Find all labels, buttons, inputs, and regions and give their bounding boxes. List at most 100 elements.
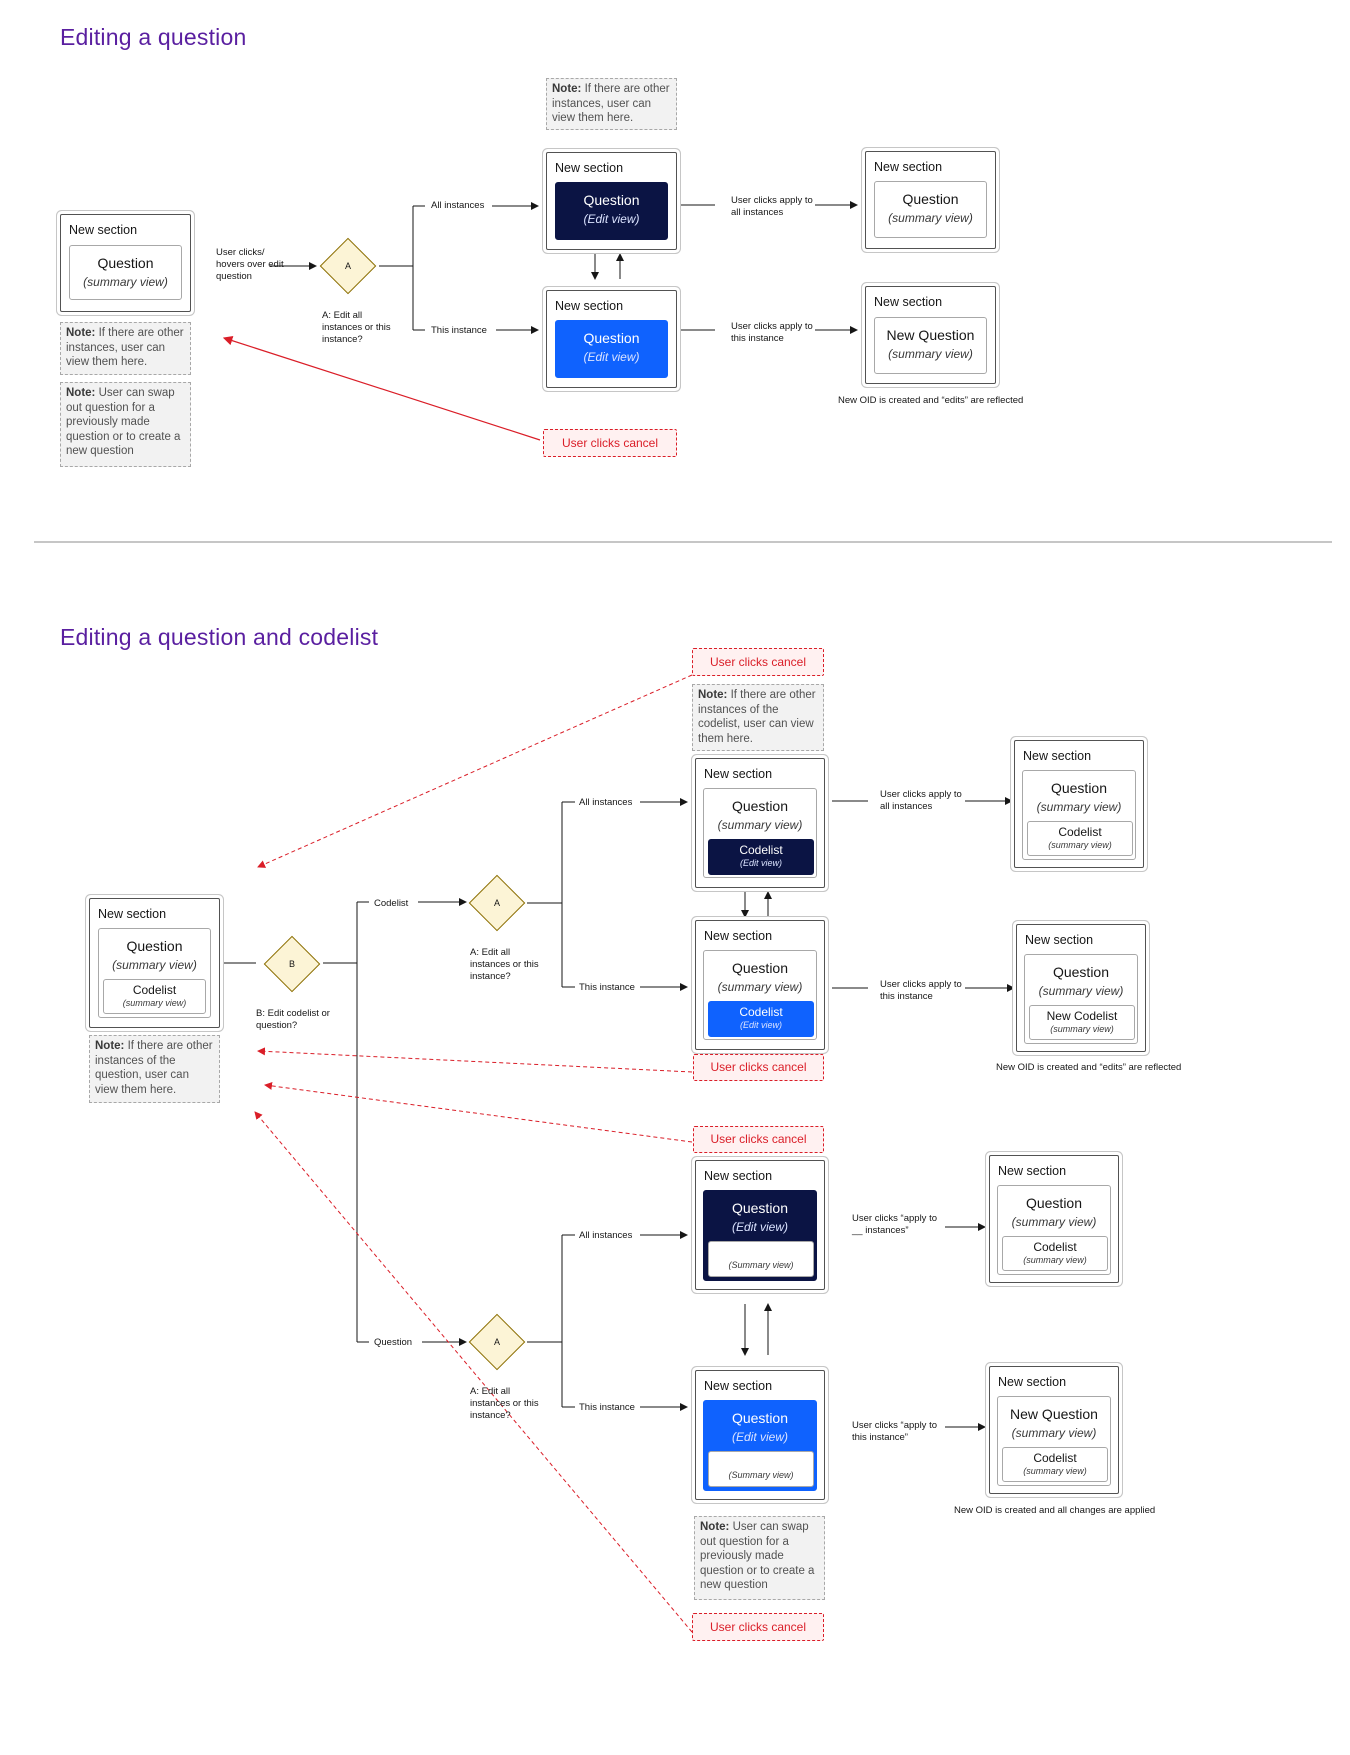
decision-a-label: A: [344, 261, 351, 271]
new-section-question-edit-all: New section Question (Edit view) Codelis…: [695, 1160, 825, 1290]
codelist-card[interactable]: Codelist (summary view): [1002, 1447, 1108, 1482]
new-question-card[interactable]: New Question (summary view) Codelist (su…: [997, 1396, 1111, 1486]
codelist-label: Codelist: [739, 1005, 783, 1019]
edit-all-question-label: A: Edit all instances or this instance?: [470, 947, 539, 982]
question-edit-card[interactable]: Question (Edit view): [555, 182, 668, 240]
question-card[interactable]: Question (summary view) Codelist (summar…: [1022, 770, 1136, 860]
view-label: (Summary view): [728, 1260, 794, 1270]
view-label: (summary view): [83, 275, 168, 289]
section-header: New section: [704, 1169, 773, 1183]
apply-all-label: User clicks apply to all instances: [731, 195, 813, 218]
apply-instances-label: User clicks “apply to __ instances”: [852, 1213, 937, 1236]
view-label: (summary view): [1011, 1215, 1097, 1229]
new-section-edit-all: New section Question (Edit view): [546, 152, 677, 250]
question-label: Question: [583, 192, 640, 208]
section-header: New section: [998, 1164, 1067, 1178]
codelist-edit-card[interactable]: Codelist (Edit view): [708, 839, 814, 875]
section-title-editing-question-codelist: Editing a question and codelist: [60, 624, 379, 650]
codelist-label: New Codelist: [1046, 1009, 1118, 1023]
codelist-card[interactable]: Codelist (Summary view): [708, 1241, 814, 1277]
new-section-codelist-result-this: New section Question (summary view) New …: [1016, 924, 1146, 1052]
question-label: Question: [1052, 964, 1110, 980]
view-label: (summary view): [717, 818, 803, 832]
cancel-button[interactable]: User clicks cancel: [692, 648, 824, 676]
codelist-card[interactable]: Codelist (Summary view): [708, 1451, 814, 1487]
new-codelist-card[interactable]: New Codelist (summary view): [1029, 1005, 1135, 1040]
view-label: (summary view): [1036, 800, 1122, 814]
question-label: Question: [1050, 780, 1108, 796]
question-label: Question: [126, 938, 183, 954]
new-section-start-2: New section Question (summary view) Code…: [89, 898, 220, 1028]
codelist-card[interactable]: Codelist (summary view): [1027, 821, 1133, 856]
codelist-edit-card[interactable]: Codelist (Edit view): [708, 1001, 814, 1037]
note-codelist-instances: Note: If there are other instances of th…: [692, 684, 824, 751]
section-header: New section: [704, 1379, 773, 1393]
codelist-card[interactable]: Codelist (summary view): [103, 979, 206, 1014]
cancel-button[interactable]: User clicks cancel: [693, 1126, 824, 1153]
section-header: New section: [98, 907, 167, 921]
question-edit-card[interactable]: Question (Edit view) Codelist (Summary v…: [703, 1190, 817, 1281]
section-header: New section: [704, 929, 773, 943]
view-label: (Edit view): [731, 1220, 788, 1234]
note-label: Note:: [95, 1040, 125, 1052]
question-label: Question: [731, 1200, 789, 1216]
question-label: New Question: [1010, 1406, 1098, 1422]
note-swap-question: Note: User can swap out question for a p…: [60, 382, 191, 467]
view-label: (summary view): [1050, 1024, 1114, 1034]
codelist-card[interactable]: Codelist (summary view): [1002, 1236, 1108, 1271]
note-label: Note:: [698, 689, 728, 701]
question-card[interactable]: Question (summary view) Codelist (summar…: [997, 1185, 1111, 1275]
all-instances-label: All instances: [579, 1230, 633, 1241]
section-header: New section: [998, 1375, 1067, 1389]
section-title-editing-question: Editing a question: [60, 24, 247, 50]
codelist-label: Codelist: [1033, 1240, 1077, 1254]
decision-a-label: A: [493, 898, 500, 908]
this-instance-label: This instance: [579, 982, 635, 993]
view-label: (Summary view): [728, 1470, 794, 1480]
view-label: (summary view): [1011, 1426, 1097, 1440]
question-card[interactable]: Question (summary view): [69, 245, 182, 300]
new-question-card[interactable]: New Question (summary view): [874, 317, 987, 374]
question-label: Question: [97, 255, 154, 271]
view-label: (summary view): [1023, 1255, 1087, 1265]
view-label: (Edit view): [731, 1430, 788, 1444]
new-section-result-this: New section New Question (summary view): [865, 286, 996, 384]
question-card[interactable]: Question (summary view) New Codelist (su…: [1024, 954, 1138, 1044]
question-label: Question: [1025, 1195, 1083, 1211]
edit-all-question-label: A: Edit all instances or this instance?: [322, 310, 391, 345]
new-section-codelist-edit-all: New section Question (summary view) Code…: [695, 758, 825, 888]
note-other-instances: Note: If there are other instances, user…: [60, 322, 191, 375]
section-header: New section: [1025, 933, 1094, 947]
question-edit-card[interactable]: Question (Edit view): [555, 320, 668, 378]
section-header: New section: [1023, 749, 1092, 763]
cancel-button[interactable]: User clicks cancel: [692, 1613, 824, 1641]
view-label: (summary view): [888, 347, 973, 361]
view-label: (summary view): [1023, 1466, 1087, 1476]
question-label: Question: [731, 798, 789, 814]
cancel-button[interactable]: User clicks cancel: [693, 1054, 824, 1081]
question-label: Question: [731, 1410, 789, 1426]
section-header: New section: [874, 160, 943, 174]
apply-all-label: User clicks apply to all instances: [880, 789, 962, 812]
question-label: New Question: [886, 327, 975, 343]
question-card[interactable]: Question (summary view) Codelist (Edit v…: [703, 788, 817, 878]
note-label: Note:: [66, 327, 96, 339]
apply-this-label: User clicks apply to this instance: [880, 979, 962, 1002]
codelist-branch-label: Codelist: [374, 898, 409, 909]
cancel-button[interactable]: User clicks cancel: [543, 429, 677, 457]
decision-b-label: B: [288, 959, 295, 969]
new-section-codelist-edit-this: New section Question (summary view) Code…: [695, 920, 825, 1050]
all-instances-label: All instances: [431, 200, 485, 211]
new-oid-caption: New OID is created and “edits” are refle…: [838, 395, 1024, 406]
codelist-label: Codelist: [739, 843, 783, 857]
question-card[interactable]: Question (summary view) Codelist (summar…: [98, 928, 211, 1018]
note-label: Note:: [700, 1521, 730, 1533]
question-card[interactable]: Question (summary view) Codelist (Edit v…: [703, 950, 817, 1040]
question-card[interactable]: Question (summary view): [874, 181, 987, 238]
new-section-question-result-all: New section Question (summary view) Code…: [989, 1155, 1119, 1283]
question-edit-card[interactable]: Question (Edit view) Codelist (Summary v…: [703, 1400, 817, 1491]
question-label: Question: [583, 330, 640, 346]
note-text: If there are other instances of the ques…: [95, 1040, 213, 1096]
section-header: New section: [69, 223, 138, 237]
